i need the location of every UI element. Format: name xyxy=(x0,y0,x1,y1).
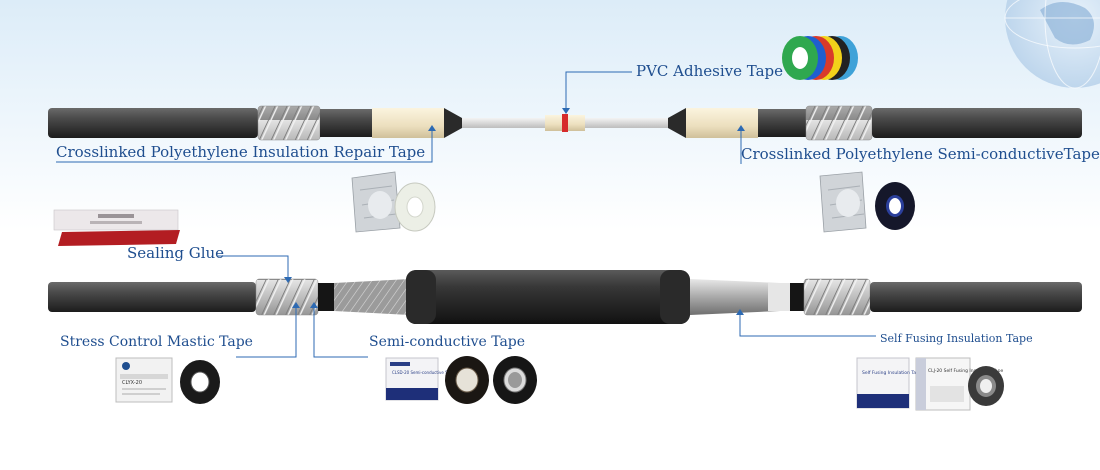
label-sealing-glue: Sealing Glue xyxy=(127,244,225,262)
package-box-icon: CLYX-20 xyxy=(115,357,173,403)
bottom-left-jacket xyxy=(48,282,256,312)
top-right-jacket xyxy=(872,108,1082,138)
package-box-icon: Self Fusing Insulation Tape xyxy=(856,357,922,409)
label-xlpe-insulation-repair-tape: Crosslinked Polyethylene Insulation Repa… xyxy=(56,143,426,161)
label-self-fusing-insulation-tape: Self Fusing Insulation Tape xyxy=(880,332,1033,345)
top-left-stress-wrap xyxy=(257,105,321,141)
package-box-icon: CLJ-20 Self Fusing Insulation Tape xyxy=(915,357,1003,411)
cold-shrink-joint-sleeve xyxy=(406,270,690,324)
top-right-semi-conductive-tape xyxy=(686,108,758,138)
bottom-right-stress-wrap xyxy=(803,278,871,316)
insulation-repair-tape-product xyxy=(351,171,436,233)
label-stress-control-mastic-tape: Stress Control Mastic Tape xyxy=(60,334,253,350)
leader-lines xyxy=(56,71,876,358)
globe-icon xyxy=(1004,0,1100,89)
tape-roll-icon xyxy=(180,360,220,404)
bottom-left-semi-conductive-band xyxy=(318,283,334,311)
stress-control-product: CLYX-20 xyxy=(115,357,220,404)
top-right-stress-wrap xyxy=(805,105,873,141)
sealing-glue-pack-icon xyxy=(53,209,180,246)
tape-roll-icon xyxy=(493,356,537,404)
tape-roll-icon xyxy=(445,356,489,404)
tape-roll-icon xyxy=(968,366,1004,406)
self-fusing-box-right-text: CLJ-20 Self Fusing Insulation Tape xyxy=(928,368,1003,374)
bottom-cable xyxy=(48,270,1082,324)
semi-box-text: CLSD-20 Semi-conductive Self-adhesive Ta… xyxy=(392,370,483,375)
bottom-right-jacket xyxy=(870,282,1082,312)
self-fusing-product: Self Fusing Insulation Tape CLJ-20 Self … xyxy=(856,357,1004,411)
pvc-tape-rolls-icon xyxy=(782,36,858,80)
top-left-insulation-repair-tape xyxy=(372,108,444,138)
semi-conductive-product: CLSD-20 Semi-conductive Self-adhesive Ta… xyxy=(385,356,537,404)
xlpe-semi-tape-product xyxy=(819,171,915,233)
top-left-jacket xyxy=(48,108,258,138)
top-cable xyxy=(48,105,1082,141)
label-pvc-adhesive-tape: PVC Adhesive Tape xyxy=(636,62,784,80)
self-fusing-box-left-text: Self Fusing Insulation Tape xyxy=(862,370,922,376)
package-box-icon: CLSD-20 Semi-conductive Self-adhesive Ta… xyxy=(385,357,483,401)
label-xlpe-semi-conductive-tape: Crosslinked Polyethylene Semi-conductive… xyxy=(741,145,1100,163)
stress-box-code: CLYX-20 xyxy=(122,380,142,386)
bottom-right-insulation-wrap xyxy=(768,283,790,311)
bottom-left-stress-wrap xyxy=(255,278,319,316)
top-pvc-tape-band xyxy=(562,114,568,132)
label-semi-conductive-tape: Semi-conductive Tape xyxy=(369,334,526,350)
